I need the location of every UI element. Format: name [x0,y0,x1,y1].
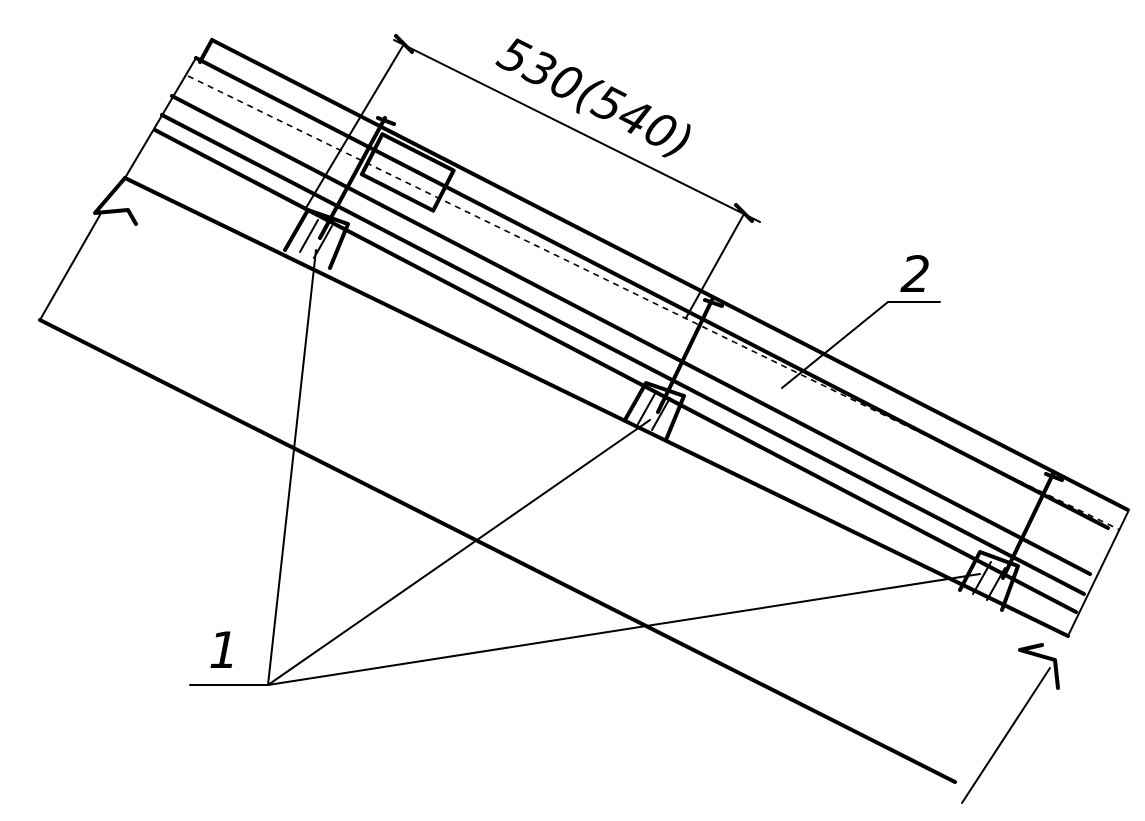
extension-line-right [685,213,745,319]
callout-1-label: 1 [208,622,240,680]
rafter-bottom-edge [123,176,1070,638]
top-board-upper-edge [210,38,1130,512]
right-break-end [961,511,1129,804]
batten-lower-edge [160,113,1086,596]
board-centerline [187,75,1121,531]
callout-2-label: 2 [900,246,932,304]
fastener-3 [958,472,1064,612]
callout-1-leaders: 1 [189,249,981,686]
rafter-top-edge [153,128,1078,614]
slab-line [38,318,957,784]
fastener-2 [623,298,724,442]
right-end-edge [1067,511,1129,637]
fastener-1-hatch-b [313,225,333,259]
right-end-lower-edge [961,667,1051,804]
left-end-lower-edge [39,214,101,321]
fastener-3-wedge [958,550,1020,612]
left-break-symbol [93,176,138,226]
fastener-2-wedge [623,381,686,442]
clip-plate-1 [359,132,456,213]
left-end-edge [124,57,197,179]
left-end-stub [198,38,214,64]
leader-1-to-fastener-2 [267,419,651,686]
fastener-3-shank [1001,472,1055,580]
dimension-tick-left [394,34,414,54]
dimension-line [393,39,761,223]
dimension-tick-right [734,203,754,223]
fastener-1-wedge [283,208,350,270]
batten-upper-edge [170,94,1092,576]
callout-2-leader: 2 [781,246,941,389]
dimension-label: 530(540) [489,26,702,170]
fastener-2-shank [656,298,714,414]
fastener-2-hatch-a [637,391,657,425]
leader-2-to-board [781,301,889,389]
extension-line-left [305,43,405,209]
fastener-2-hatch-b [651,397,671,431]
layer-lines [38,38,1130,784]
right-break-symbol [1018,643,1060,690]
leader-1-to-fastener-1 [267,249,317,686]
fastener-1-hatch-a [299,219,319,253]
fastener-2-head [703,298,724,308]
fastener-1 [283,116,456,270]
left-break-end [39,38,214,321]
fastener-3-hatch-b [986,567,1006,601]
fastener-3-hatch-a [972,561,992,595]
leader-1-to-fastener-3 [267,573,981,686]
fastener-3-head [1044,472,1064,482]
fastener-1-head [376,116,396,126]
dimension-530-540: 530(540) [305,26,761,319]
